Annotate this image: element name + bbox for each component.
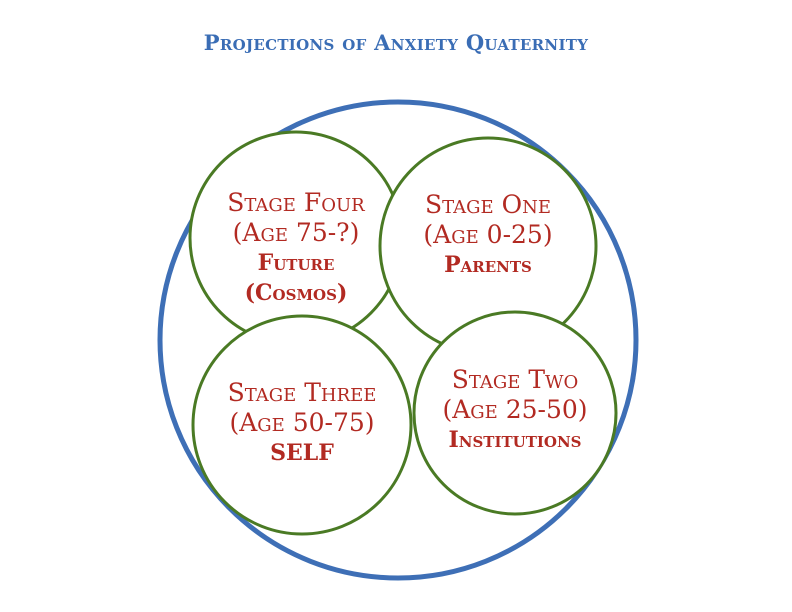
stage-four-projection-1: Future [257,250,335,276]
outer-circle [157,99,639,581]
stage-two-projection: Institutions [448,427,582,453]
stage-four-name: Stage Four [227,188,365,217]
stage-four-projection-2: (Cosmos) [244,280,348,306]
stage-two-age: (Age 25-50) [442,395,588,424]
stage-three-label: Stage Three (Age 50-75) SELF [197,378,407,468]
stage-two-name: Stage Two [451,365,579,394]
stage-three-age: (Age 50-75) [229,408,375,437]
stage-three-name: Stage Three [227,378,377,407]
stage-three-projection: SELF [270,440,334,466]
stage-three-circle [191,314,413,536]
stage-one-projection: Parents [444,252,532,278]
stage-one-name: Stage One [425,190,551,219]
stage-four-label: Stage Four (Age 75-?) Future (Cosmos) [196,188,396,308]
diagram-title: Projections of Anxiety Quaternity [203,30,589,55]
stage-two-circle [412,310,618,516]
stage-two-label: Stage Two (Age 25-50) Institutions [413,365,617,455]
stage-four-age: (Age 75-?) [232,218,360,247]
stage-one-age: (Age 0-25) [423,220,553,249]
stage-one-label: Stage One (Age 0-25) Parents [388,190,588,280]
